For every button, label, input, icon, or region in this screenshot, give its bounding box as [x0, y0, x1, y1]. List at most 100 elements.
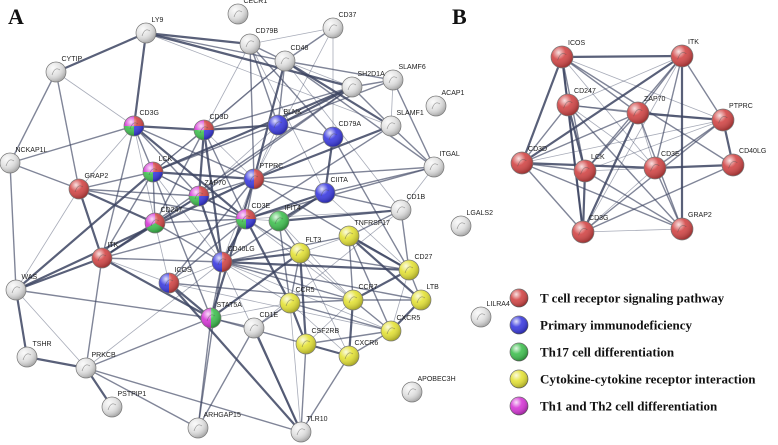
node-cd40lg[interactable]: CD40LG: [721, 148, 766, 177]
structure-glyph-icon: [563, 101, 573, 109]
node-zap70[interactable]: ZAP70: [626, 96, 666, 125]
node-cd79a[interactable]: CD79A: [322, 121, 361, 148]
node-gloss: [274, 50, 296, 72]
edge-lck-grap2: [78, 171, 154, 190]
node-gloss: [295, 333, 317, 355]
legend: T cell receptor signaling pathwayPrimary…: [509, 288, 756, 416]
node-gloss: [290, 421, 312, 443]
structure-glyph-icon: [320, 189, 330, 197]
node-cd3d[interactable]: CD3D: [510, 146, 547, 175]
node-blnk[interactable]: BLNK: [267, 109, 302, 136]
node-cd79b[interactable]: CD79B: [239, 28, 279, 55]
node-itk[interactable]: ITK: [91, 242, 119, 269]
node-cd40lg[interactable]: CD40LG: [211, 246, 255, 273]
node-cd3d[interactable]: CD3D: [193, 114, 229, 141]
node-cd247[interactable]: CD247: [144, 207, 182, 234]
node-cd1e[interactable]: CD1E: [243, 312, 279, 339]
node-ciita[interactable]: CIITA: [314, 177, 349, 204]
structure-glyph-icon: [273, 121, 283, 129]
node-ifit4[interactable]: IFIT4: [268, 205, 301, 232]
node-lck[interactable]: LCK: [142, 156, 172, 183]
node-slamf6[interactable]: SLAMF6: [382, 64, 426, 91]
edge-cd3e-cd3g: [582, 167, 656, 233]
node-label: PTPRC: [729, 103, 753, 110]
node-flt3[interactable]: FLT3: [289, 237, 321, 264]
node-ptprc[interactable]: PTPRC: [711, 103, 753, 132]
edge-cd79b-cd79a: [249, 43, 334, 138]
edge-cd3d-cd48: [203, 60, 286, 131]
legend-item: Th1 and Th2 cell differentiation: [509, 396, 718, 416]
node-cd37[interactable]: CD37: [322, 12, 357, 39]
edge-icos-cd3d: [520, 56, 564, 164]
node-ly9[interactable]: LY9: [135, 17, 164, 44]
node-slamf1[interactable]: SLAMF1: [380, 110, 424, 137]
edge-icos-cd3e: [561, 56, 656, 169]
node-apobec3h[interactable]: APOBEC3H: [401, 376, 456, 403]
node-tnfrsf17[interactable]: TNFRSF17: [338, 220, 390, 247]
node-gloss: [450, 215, 472, 237]
node-acap1[interactable]: ACAP1: [425, 90, 465, 117]
node-label: LILRA4: [487, 301, 510, 308]
node-gloss: [550, 45, 574, 69]
node-cytip[interactable]: CYTIP: [45, 56, 82, 83]
edge-cd1e-cd1b: [253, 209, 402, 329]
node-cd27[interactable]: CD27: [398, 254, 433, 281]
edge-ptprc-was: [15, 178, 255, 291]
node-zap70[interactable]: ZAP70: [188, 180, 226, 207]
node-gloss: [626, 101, 650, 125]
edge-cd3e-itk: [101, 218, 247, 259]
node-cd48[interactable]: CD48: [274, 45, 309, 72]
node-label: CD79B: [256, 28, 279, 35]
legend-label: T cell receptor signaling pathway: [540, 291, 725, 306]
node-icos[interactable]: ICOS: [158, 267, 192, 294]
node-tshr[interactable]: TSHR: [16, 341, 52, 368]
node-prkcb[interactable]: PRKCB: [75, 352, 116, 379]
edge-ccr5-cxcr5: [289, 302, 392, 332]
node-cd247[interactable]: CD247: [556, 88, 596, 117]
node-cd3g[interactable]: CD3G: [123, 110, 159, 137]
node-ptprc[interactable]: PTPRC: [243, 163, 283, 190]
node-nckap1l[interactable]: NCKAP1L: [0, 147, 48, 174]
node-gloss: [239, 33, 261, 55]
node-gloss: [75, 357, 97, 379]
node-arhgap15[interactable]: ARHGAP15: [187, 412, 241, 439]
node-gloss: [142, 161, 164, 183]
node-lilra4[interactable]: LILRA4: [470, 301, 510, 328]
edge-lck-cd3e: [584, 167, 656, 172]
edge-cd3d-cd3g: [521, 162, 584, 233]
legend-label: Primary immunodeficiency: [540, 318, 692, 333]
node-stat5a[interactable]: STAT5A: [200, 302, 242, 329]
node-tlr10[interactable]: TLR10: [290, 416, 328, 443]
node-grap2[interactable]: GRAP2: [68, 173, 108, 200]
node-cd3e[interactable]: CD3E: [643, 151, 680, 180]
node-lck[interactable]: LCK: [573, 154, 605, 183]
edge-ly9-cytip: [55, 31, 147, 74]
node-cd3e[interactable]: CD3E: [235, 203, 271, 230]
node-itk[interactable]: ITK: [670, 39, 699, 68]
edge-cd3g-nckap1l: [9, 125, 135, 164]
node-csf2rb[interactable]: CSF2RB: [295, 328, 339, 355]
node-gloss: [382, 69, 404, 91]
node-cecr1[interactable]: CECR1: [227, 0, 267, 25]
node-ccr7[interactable]: CCR7: [342, 284, 378, 311]
node-was[interactable]: WAS: [5, 274, 38, 301]
node-grap2[interactable]: GRAP2: [670, 212, 712, 241]
node-ccr5[interactable]: CCR5: [279, 287, 315, 314]
node-cd1b[interactable]: CD1B: [390, 194, 426, 221]
node-gloss: [711, 108, 735, 132]
node-gloss: [200, 307, 222, 329]
node-label: CIITA: [331, 177, 349, 184]
edge-cd3d-zap70: [197, 129, 206, 197]
node-itgal[interactable]: ITGAL: [423, 151, 460, 178]
node-ltb[interactable]: LTB: [410, 284, 439, 311]
edge-itk-cd247: [567, 55, 683, 106]
edge-cd1e-tlr10: [252, 327, 303, 433]
node-lgals2[interactable]: LGALS2: [450, 210, 493, 237]
node-gloss: [193, 119, 215, 141]
node-pstpip1[interactable]: PSTPIP1: [101, 391, 146, 418]
node-cxcr6[interactable]: CXCR6: [338, 340, 378, 367]
node-sh2d1a[interactable]: SH2D1A: [341, 71, 385, 98]
node-icos[interactable]: ICOS: [550, 40, 585, 69]
node-cd3g[interactable]: CD3G: [571, 215, 609, 244]
node-cxcr5[interactable]: CXCR5: [380, 315, 420, 342]
